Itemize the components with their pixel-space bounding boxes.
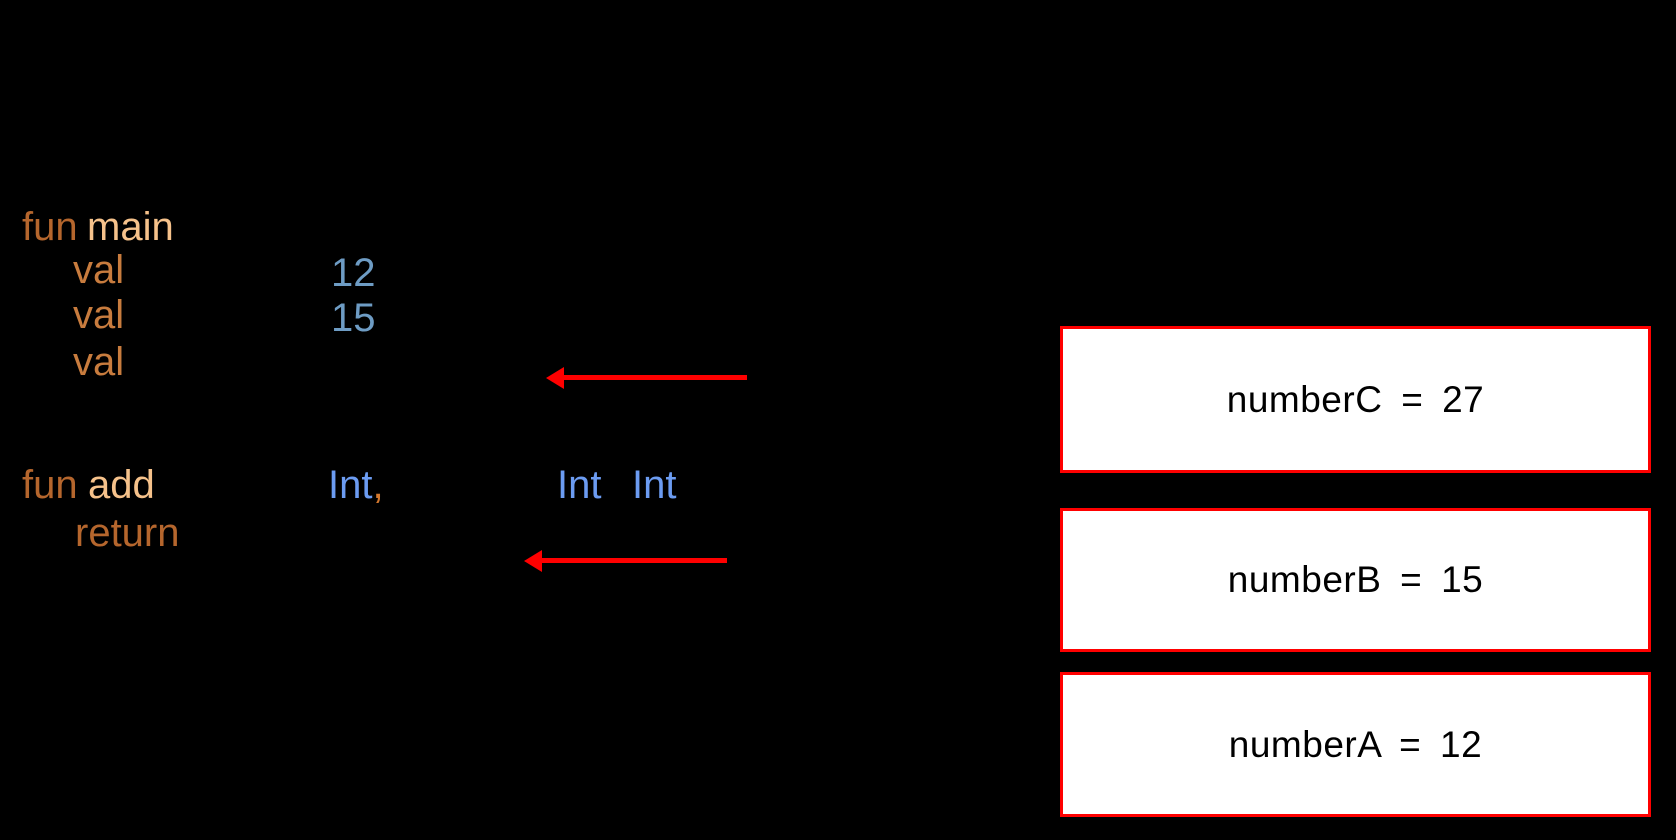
function-name-main: main: [87, 205, 174, 249]
keyword-val-c: val: [73, 340, 125, 384]
stack-box-numberA: numberA = 12: [1060, 672, 1651, 817]
arrow-shaft-bottom: [540, 558, 727, 563]
stack-box-numberB: numberB = 15: [1060, 508, 1651, 652]
keyword-return: return: [75, 511, 180, 555]
left-arrowhead-icon-bottom: [524, 550, 542, 572]
keyword-val-b: val: [73, 293, 125, 337]
function-name-add: add: [88, 463, 155, 507]
stack-box-numberC: numberC = 27: [1060, 326, 1651, 473]
keyword-fun-main: fun: [22, 205, 78, 249]
stack-box-label: numberB = 15: [1227, 559, 1484, 600]
keyword-fun-add: fun: [22, 463, 78, 507]
type-int-1: Int: [328, 463, 373, 507]
left-arrowhead-icon-top: [546, 367, 564, 389]
keyword-val-a: val: [73, 248, 125, 292]
comma-separator: ,: [372, 463, 384, 507]
literal-15: 15: [331, 296, 376, 340]
type-int-3: Int: [632, 463, 677, 507]
stack-box-label: numberC = 27: [1226, 378, 1485, 420]
type-int-2: Int: [557, 463, 602, 507]
arrow-shaft-top: [562, 375, 747, 380]
literal-12: 12: [331, 251, 376, 295]
param-type-1: Int,: [328, 463, 384, 507]
stack-box-label: numberA = 12: [1228, 723, 1483, 765]
